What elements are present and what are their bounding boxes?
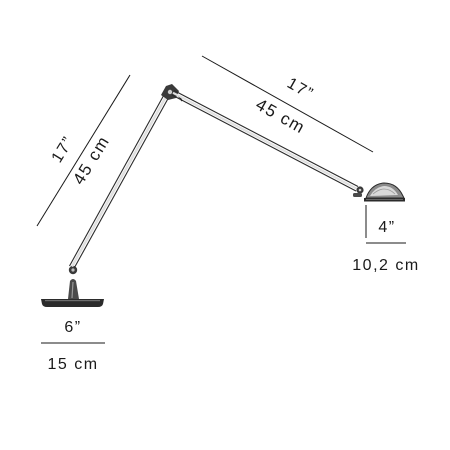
- base-inches-label: 6”: [64, 319, 81, 336]
- dimension-head: 4” 10,2 cm: [352, 205, 419, 274]
- upper-arm-cm-label: 45 cm: [253, 95, 309, 138]
- dimension-base: 6” 15 cm: [41, 319, 105, 373]
- head-cm-label: 10,2 cm: [352, 257, 419, 274]
- lower-arm: [69, 92, 171, 268]
- head-joint: [353, 186, 364, 197]
- dimension-lower-arm: 17” 45 cm: [36, 74, 131, 227]
- lower-arm-inches-label: 17”: [49, 133, 78, 165]
- dimension-upper-arm: 17” 45 cm: [201, 55, 374, 153]
- head-inches-label: 4”: [378, 219, 395, 236]
- base-cm-label: 15 cm: [47, 356, 98, 373]
- dimension-line-lower-arm: [36, 74, 131, 227]
- dimension-line-upper-arm: [201, 55, 374, 153]
- lamp-head: [364, 182, 405, 202]
- upper-arm: [171, 90, 359, 192]
- lamp-base-plate-highlight: [45, 300, 100, 302]
- desk-lamp: [41, 84, 405, 307]
- upper-arm-inches-label: 17”: [284, 75, 316, 103]
- lamp-base-stem: [68, 279, 79, 299]
- lower-arm-cm-label: 45 cm: [69, 132, 113, 188]
